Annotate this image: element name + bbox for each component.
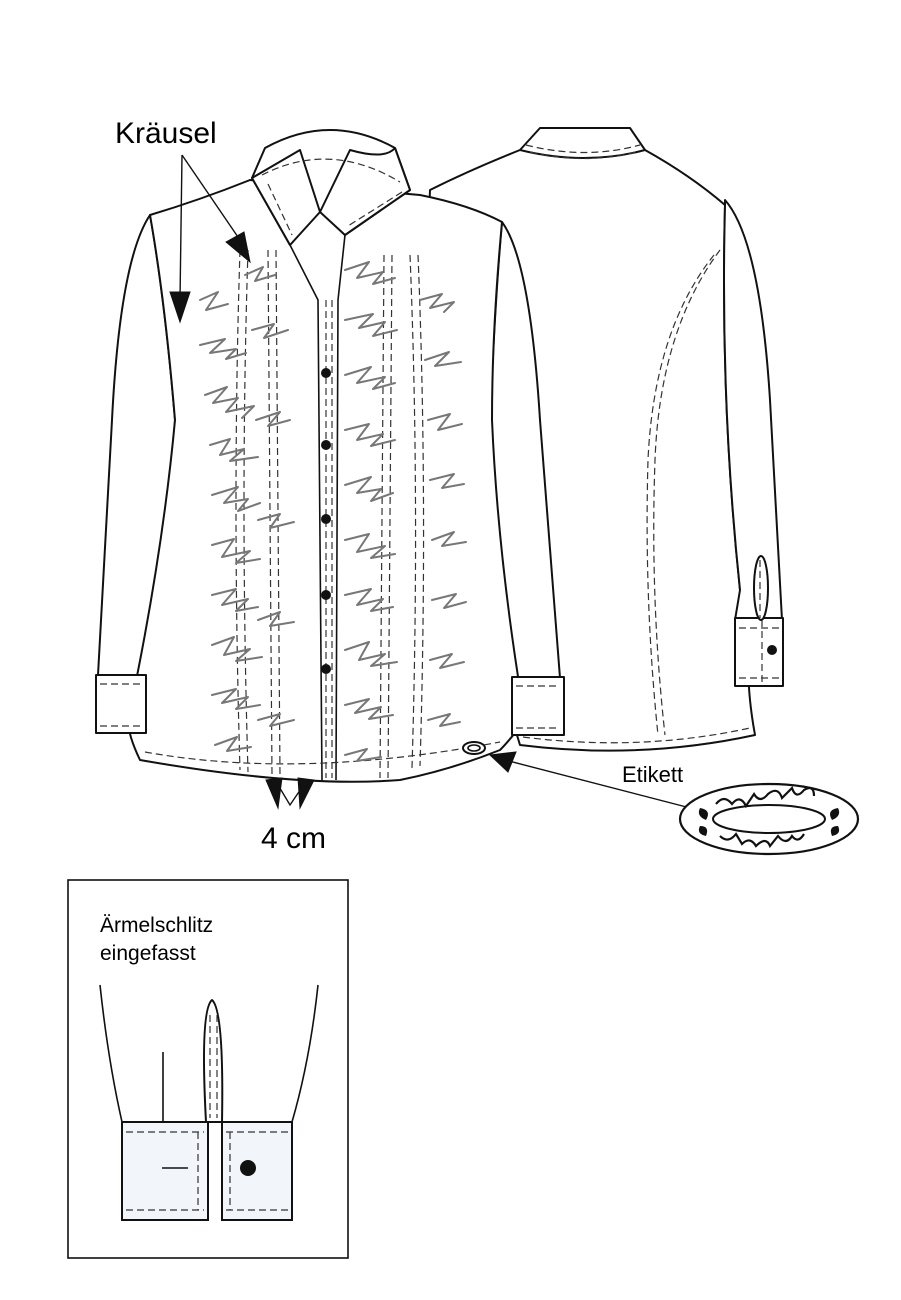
inset-sleeve-left-edge (99, 984, 123, 1123)
front-buttons (321, 368, 331, 674)
front-hem-seam (144, 741, 501, 765)
hem-label-tag (462, 741, 486, 755)
front-collar-right (319, 147, 411, 236)
gathers-arrow-2 (225, 231, 251, 264)
inset-sleeve-right-edge (291, 984, 319, 1123)
label-tag-arrow (488, 751, 517, 773)
back-cuff-button (767, 645, 777, 655)
gathers-leader-2 (181, 154, 241, 241)
gathers-leader-1 (179, 154, 183, 301)
gathers-arrow-1 (169, 291, 191, 324)
right-panel-seam-outer (409, 254, 417, 769)
gathers-label: Kräusel (115, 117, 217, 150)
inset-cuff-button (240, 1160, 256, 1176)
back-princess-seam (653, 249, 721, 736)
inset-title-line1: Ärmelschlitz (100, 914, 213, 937)
label-tag-label: Etikett (622, 762, 683, 787)
back-sleeve (723, 199, 783, 621)
width-annotation: 4 cm (261, 777, 326, 855)
front-button (321, 664, 331, 674)
label-tag-annotation: Etikett (488, 751, 860, 856)
ruffle-gathers (199, 261, 467, 762)
front-left-cuff (95, 674, 147, 734)
width-arrow-right (297, 777, 315, 810)
front-right-cuff (511, 676, 565, 736)
front-button (321, 514, 331, 524)
front-view (95, 129, 565, 783)
width-label: 4 cm (261, 822, 326, 855)
inset-title-line2: eingefasst (100, 942, 196, 965)
inset-placket (203, 999, 224, 1123)
back-sleeve-placket (753, 555, 769, 621)
front-button (321, 590, 331, 600)
left-panel-seam-outer (235, 249, 241, 771)
sleeve-placket-inset: Ärmelschlitz eingefasst (67, 879, 349, 1259)
gathers-annotation: Kräusel (115, 117, 251, 324)
width-arrow-left (265, 777, 283, 810)
inset-cuff-left (121, 1121, 209, 1221)
inset-cuff-right (221, 1121, 293, 1221)
front-button (321, 440, 331, 450)
label-logo (678, 782, 860, 856)
front-neckline-left (289, 244, 323, 781)
right-panel-seam-inner (379, 254, 385, 779)
front-neckline-right (335, 234, 346, 781)
back-collar-seam (525, 144, 641, 154)
back-collar (519, 127, 646, 159)
label-tag-leader (504, 759, 699, 811)
front-button (321, 368, 331, 378)
